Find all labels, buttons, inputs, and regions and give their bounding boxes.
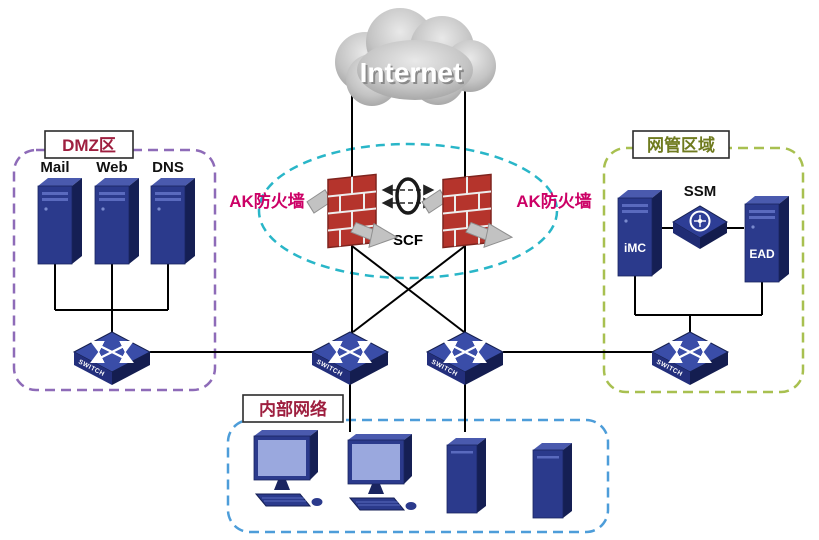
firewall-left-icon [306,171,398,255]
ssm-label: SSM [684,183,717,200]
ssm-device-icon [672,205,728,249]
dns-server-icon [150,177,196,265]
desktop-pc-2-icon [347,433,417,511]
link-rightfw-leftswitch [352,245,466,333]
internal-title: 内部网络 [242,394,344,423]
internal-title-box [242,394,344,423]
ead-text: EAD [749,247,775,261]
dmz-zone-border [12,148,217,392]
dmz-title: DMZ区 [44,130,134,159]
web-server-label: Web [96,159,127,176]
imc-server-icon [617,189,663,277]
internet-label-shadow: Internet [362,59,465,90]
mgmt-switch: SWITCH [652,332,728,385]
mgmt-zone-border [602,146,805,394]
mail-server-label: Mail [40,159,69,176]
switch-icon [312,332,388,385]
switch-icon [427,332,503,385]
scf-ring-icon [395,177,421,215]
mail-server-icon [37,177,83,265]
mgmt-title-box [632,130,730,159]
mgmt-title-text: 网管区域 [647,135,715,155]
scf-label: SCF [393,232,423,249]
switch-icon [652,332,728,385]
firewall-right-label: AK防火墙 [516,191,592,211]
ead-server-icon [744,195,790,283]
core-switch-left: SWITCH [312,332,388,385]
firewall-left-label: AK防火墙 [229,191,305,211]
desktop-pc-1-icon [253,429,323,507]
internal-title-text: 内部网络 [259,399,327,419]
tower-pc-1-icon [446,437,487,514]
dns-server-label: DNS [152,159,184,176]
imc-text: iMC [624,241,646,255]
dmz-switch: SWITCH [74,332,150,385]
secure-perimeter-ellipse [257,142,559,280]
mgmt-zone: SSM iMC EAD SWITCH [617,183,790,385]
tower-pc-2-icon [532,442,573,519]
switch-icon [74,332,150,385]
dmz-title-box [44,130,134,159]
internal-zone [253,429,573,519]
internet-label: Internet [360,57,463,88]
internal-zone-border [226,418,610,534]
mgmt-title: 网管区域 [632,130,730,159]
internet-cloud: Internet Internet [335,8,496,106]
core-switch-right: SWITCH [427,332,503,385]
web-server-icon [94,177,140,265]
dmz-title-text: DMZ区 [62,136,116,155]
firewall-right-icon [421,171,513,255]
